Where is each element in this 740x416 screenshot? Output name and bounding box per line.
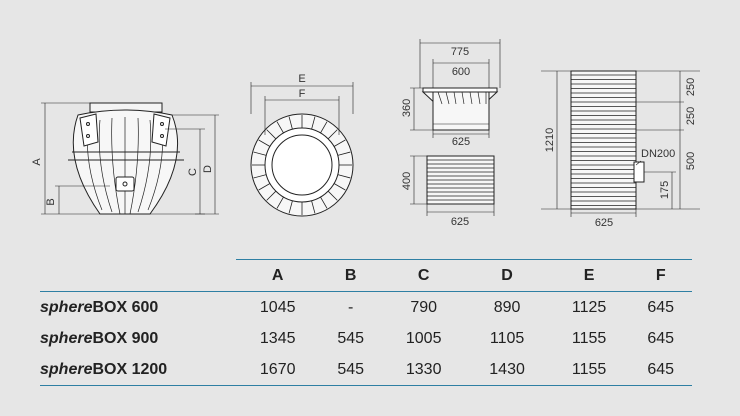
dim-label-a: A [31, 158, 43, 166]
cell-d: 1430 [465, 354, 549, 386]
cell-a: 1045 [259, 298, 296, 316]
dim-label-600: 600 [452, 66, 470, 78]
table-row: sphereBOX 900 1345 545 1005 1105 1155 64… [40, 323, 692, 354]
riser-extension-part [426, 155, 495, 205]
model-prefix: sphere [40, 298, 93, 316]
column-header-b: B [319, 259, 382, 292]
cell-d: 1105 [489, 329, 525, 347]
cell-e: 1155 [548, 354, 630, 386]
cell-f: 645 [629, 354, 692, 386]
dim-label-775: 775 [451, 46, 469, 58]
dim-label-c: C [187, 168, 199, 176]
model-name: sphereBOX 900 [40, 323, 236, 354]
pipe-label-dn200: DN200 [641, 148, 675, 160]
table-header-row: A B C D E F [40, 259, 692, 292]
dim-label-b: B [45, 198, 57, 205]
dim-label-625-mid: 625 [451, 216, 469, 228]
technical-drawing: A B C D E F 775 600 360 625 400 625 1210… [31, 39, 700, 229]
model-prefix: sphere [40, 329, 93, 347]
spec-table: A B C D E F sphereBOX 600 1045 - 790 890… [40, 259, 692, 386]
table-row: sphereBOX 600 1045 - 790 890 1125 645 [40, 292, 692, 324]
cell-d: 890 [493, 298, 521, 316]
cell-a: 1670 [236, 354, 320, 386]
cell-e: 1155 [571, 329, 607, 347]
column-header-a: A [236, 259, 320, 292]
table-row: sphereBOX 1200 1670 545 1330 1430 1155 6… [40, 354, 692, 386]
cell-b: 545 [319, 354, 382, 386]
sphere-tank-top-view [250, 113, 354, 217]
dim-label-e: E [298, 73, 305, 85]
model-suffix: BOX 900 [92, 329, 159, 347]
cell-a: 1345 [259, 329, 296, 347]
dim-label-f: F [299, 88, 306, 100]
model-name: sphereBOX 1200 [40, 354, 236, 386]
cell-c: 1330 [381, 354, 466, 386]
dim-label-250-a: 250 [685, 78, 697, 96]
cell-b: 545 [337, 329, 365, 347]
model-suffix: BOX 600 [92, 298, 159, 316]
cell-e: 1125 [571, 298, 607, 316]
dim-label-625-top: 625 [452, 136, 470, 148]
cell-f: 645 [647, 298, 675, 316]
column-header-f: F [629, 259, 692, 292]
riser-cone-part [421, 87, 499, 131]
dim-label-250-b: 250 [685, 107, 697, 125]
cell-b: - [348, 298, 354, 316]
model-prefix: sphere [40, 360, 93, 378]
column-header-d: D [465, 259, 549, 292]
column-header-c: C [381, 259, 466, 292]
sphere-tank-side-view [68, 102, 184, 215]
dim-label-1210: 1210 [544, 128, 556, 152]
riser-column [570, 70, 645, 210]
dim-label-400: 400 [401, 172, 413, 190]
dim-label-360: 360 [401, 99, 413, 117]
dim-label-175: 175 [659, 181, 671, 199]
cell-c: 790 [410, 298, 438, 316]
dim-label-625-right: 625 [595, 217, 613, 229]
cell-f: 645 [647, 329, 675, 347]
cell-c: 1005 [405, 329, 442, 347]
table-corner-cell [40, 259, 236, 292]
dim-label-500: 500 [685, 152, 697, 170]
model-suffix: BOX 1200 [92, 360, 168, 378]
dim-label-d: D [202, 165, 214, 173]
column-header-e: E [548, 259, 630, 292]
model-name: sphereBOX 600 [40, 292, 236, 324]
